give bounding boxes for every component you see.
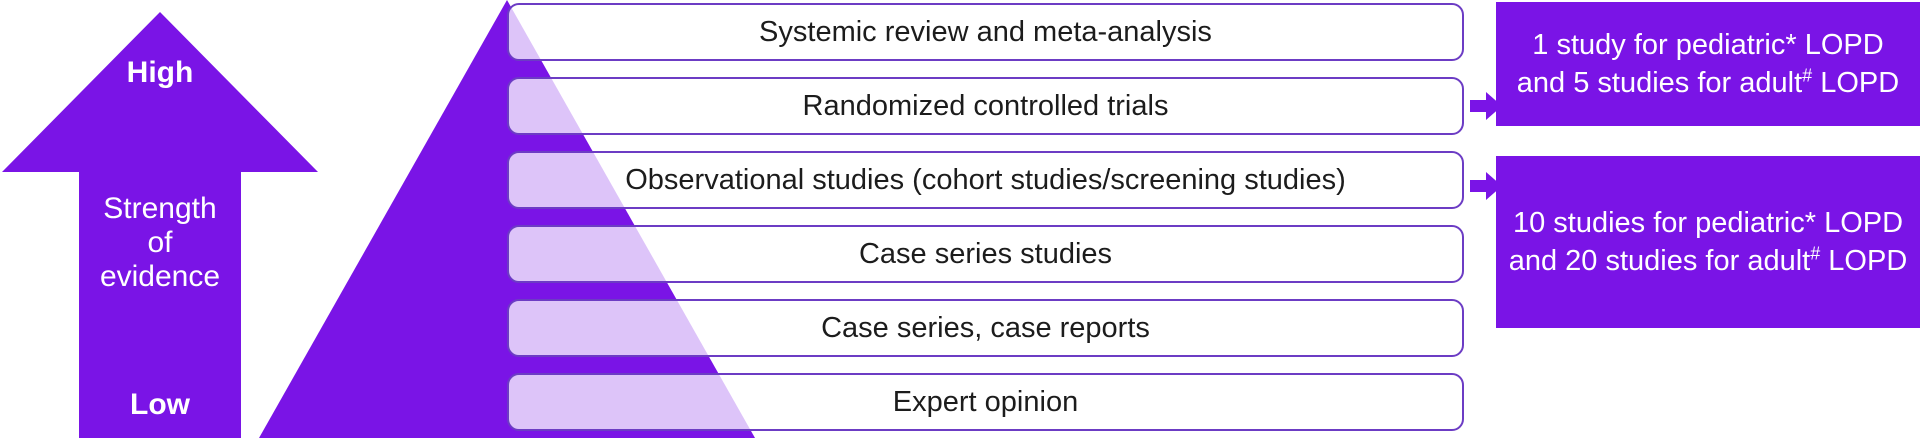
result-observational-tail: LOPD xyxy=(1820,245,1908,277)
result-text-observational: 10 studies for pediatric* LOPD and 20 st… xyxy=(1506,204,1910,280)
level-expert-opinion: Expert opinion xyxy=(507,373,1464,431)
result-text-rct: 1 study for pediatric* LOPD and 5 studie… xyxy=(1506,26,1910,102)
result-box-rct: 1 study for pediatric* LOPD and 5 studie… xyxy=(1496,2,1920,126)
result-observational-main: 10 studies for pediatric* LOPD and 20 st… xyxy=(1508,207,1904,277)
arrow-low-label: Low xyxy=(130,388,190,421)
level-randomized-trials: Randomized controlled trials xyxy=(507,77,1464,135)
result-rct-tail: LOPD xyxy=(1812,67,1900,99)
right-arrow-icon xyxy=(1470,172,1502,200)
strength-arrow xyxy=(2,12,318,438)
right-arrow-icon xyxy=(1470,92,1502,120)
result-box-observational: 10 studies for pediatric* LOPD and 20 st… xyxy=(1496,156,1920,328)
level-systematic-review: Systemic review and meta-analysis xyxy=(507,3,1464,61)
arrow-strength-line1: Strength xyxy=(103,192,217,225)
level-observational-studies: Observational studies (cohort studies/sc… xyxy=(507,151,1464,209)
level-case-series-reports: Case series, case reports xyxy=(507,299,1464,357)
arrow-high-label: High xyxy=(126,56,194,89)
level-case-series-studies: Case series studies xyxy=(507,225,1464,283)
arrow-strength-line3: evidence xyxy=(99,260,221,293)
arrow-strength-line2: of xyxy=(147,226,173,259)
arrow-strength-label: Strength of evidence xyxy=(80,192,240,294)
strength-arrow-shape xyxy=(2,12,318,438)
result-observational-sup: # xyxy=(1810,243,1821,264)
result-rct-main: 1 study for pediatric* LOPD and 5 studie… xyxy=(1516,29,1884,99)
result-rct-sup: # xyxy=(1802,65,1813,86)
